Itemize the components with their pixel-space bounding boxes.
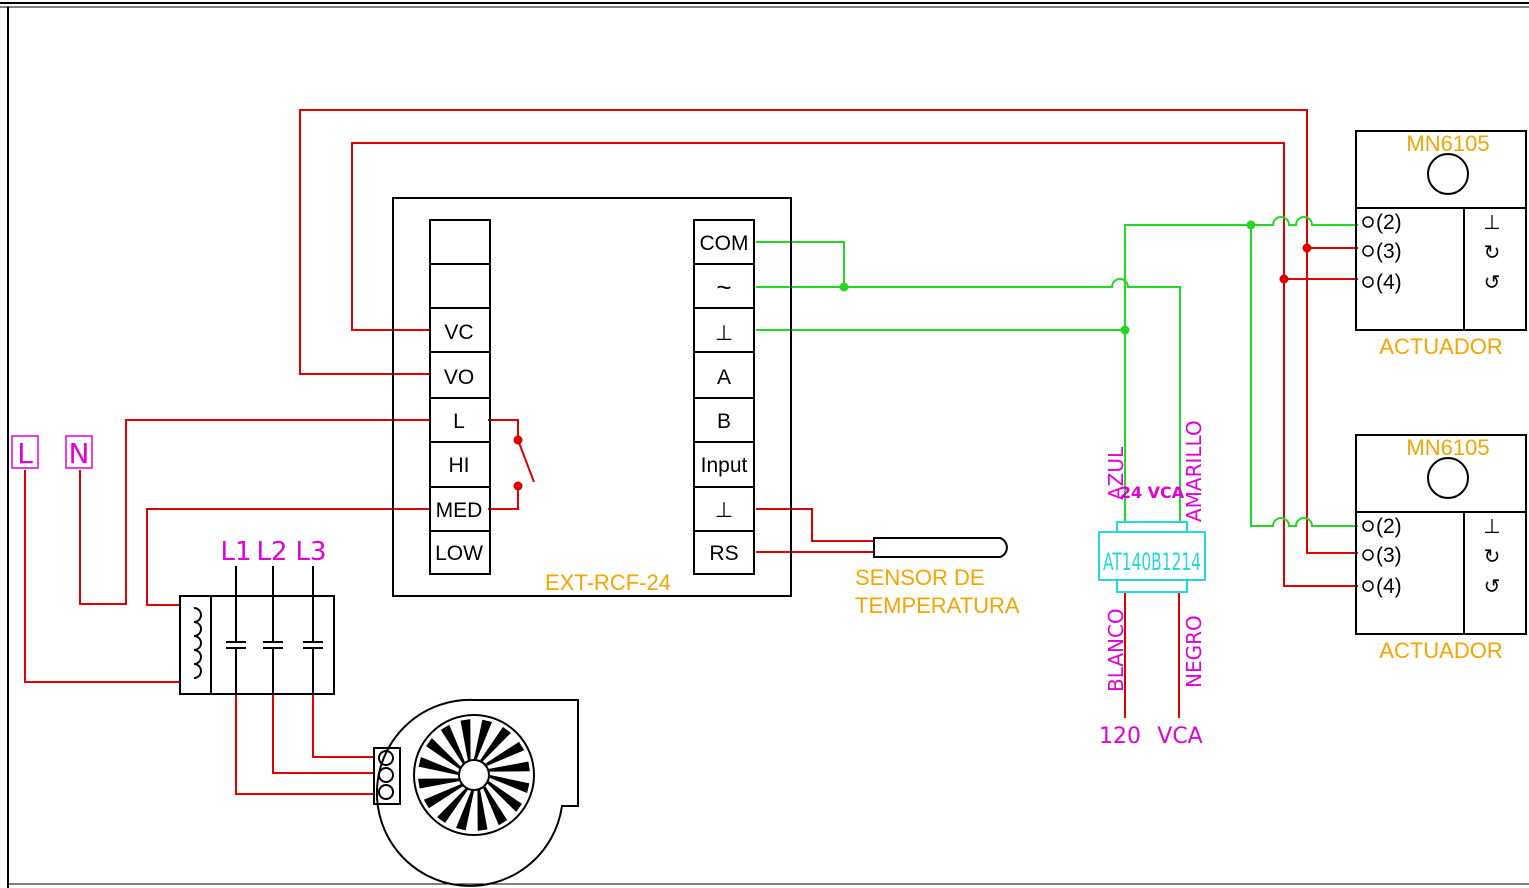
fan-blade xyxy=(423,784,463,809)
blower-fan xyxy=(373,698,579,887)
right-terminal-block: COM ~ ⊥ A B Input ⊥ RS xyxy=(693,219,755,575)
controller: VC VO L HI MED LOW COM ~ ⊥ A B Input ⊥ R… xyxy=(392,197,792,597)
mains-neutral-label: N xyxy=(69,437,90,470)
wire-azul-label: AZUL xyxy=(1104,446,1128,500)
actuator-2-label: ACTUADOR xyxy=(1379,638,1502,663)
fan-blade xyxy=(489,775,530,793)
actuator-2-terminal-4: (4) xyxy=(1376,575,1402,598)
sensor-label-line1: SENSOR DE xyxy=(855,565,985,590)
terminal-med-label: MED xyxy=(436,499,483,522)
fan-blade xyxy=(487,781,522,812)
fan-blade xyxy=(437,788,468,823)
terminal-a-label: A xyxy=(717,366,731,389)
fan-blade xyxy=(418,778,460,789)
sensor-label-line2: TEMPERATURA xyxy=(855,593,1020,618)
speed-l3-label: L3 xyxy=(295,537,326,567)
terminal-ac-label: ~ xyxy=(716,272,731,302)
terminal-low-label: LOW xyxy=(435,542,483,565)
temperature-sensor: SENSOR DE TEMPERATURA xyxy=(855,537,1020,618)
terminal-rs-label: RS xyxy=(709,542,738,565)
terminal-input-label: Input xyxy=(701,454,748,477)
fan-blade xyxy=(460,719,471,761)
fan-blade xyxy=(477,789,488,831)
fan-blade xyxy=(474,719,492,760)
power-wires xyxy=(24,109,1358,795)
transformer-secondary-voltage: 24 VCA xyxy=(1120,483,1185,502)
fan-blade xyxy=(426,738,461,769)
actuator-1-label: ACTUADOR xyxy=(1379,334,1502,359)
mains-labels: L N xyxy=(11,435,93,470)
controller-name: EXT-RCF-24 xyxy=(545,570,671,595)
terminal-vc-label: VC xyxy=(444,321,473,344)
fan-blade xyxy=(483,786,508,826)
actuator-1: MN6105 (2) (3) (4) ⊥ ↻ ↺ ACTUADOR xyxy=(1355,130,1527,359)
terminal-l-label: L xyxy=(453,410,465,433)
actuator-1-model: MN6105 xyxy=(1406,131,1489,156)
fan-blade xyxy=(485,741,525,766)
speed-l2-label: L2 xyxy=(256,537,287,567)
fan-blades xyxy=(418,719,530,831)
speed-l1-label: L1 xyxy=(220,537,251,567)
actuator-1-terminal-4: (4) xyxy=(1376,271,1402,294)
actuator-1-cw-icon: ↻ xyxy=(1484,242,1501,264)
actuator-2: MN6105 (2) (3) (4) ⊥ ↻ ↺ ACTUADOR xyxy=(1355,434,1527,663)
terminal-ground2-label: ⊥ xyxy=(715,499,733,522)
terminal-com-label: COM xyxy=(700,232,749,255)
transformer: AT140B1214 24 VCA AZUL AMARILLO BLANCO N… xyxy=(1098,420,1206,749)
terminal-hi-label: HI xyxy=(449,454,470,477)
actuator-2-ccw-icon: ↺ xyxy=(1484,576,1501,598)
actuator-2-ground-icon: ⊥ xyxy=(1483,516,1500,538)
terminal-ground-label: ⊥ xyxy=(715,322,733,345)
fan-blade xyxy=(440,724,465,764)
fan-blade xyxy=(480,727,511,762)
fan-blade xyxy=(418,757,459,775)
actuator-2-cw-icon: ↻ xyxy=(1484,546,1501,568)
fan-capacitor-block: L1 L2 L3 xyxy=(179,537,335,695)
left-terminal-block: VC VO L HI MED LOW xyxy=(429,219,491,575)
actuator-2-terminal-2: (2) xyxy=(1376,515,1402,538)
primary-voltage-right: VCA xyxy=(1157,724,1202,749)
fan-blade xyxy=(488,761,530,772)
mains-line-label: L xyxy=(17,437,33,470)
actuator-1-ground-icon: ⊥ xyxy=(1483,212,1500,234)
wire-blanco-label: BLANCO xyxy=(1104,608,1128,692)
actuator-1-ccw-icon: ↺ xyxy=(1484,272,1501,294)
transformer-model: AT140B1214 xyxy=(1103,548,1201,576)
wire-negro-label: NEGRO xyxy=(1182,615,1206,688)
control-wires xyxy=(756,216,1358,527)
primary-voltage-left: 120 xyxy=(1099,724,1141,749)
actuator-1-terminal-2: (2) xyxy=(1376,211,1402,234)
actuator-2-model: MN6105 xyxy=(1406,435,1489,460)
fan-hub xyxy=(458,759,490,791)
fan-blade xyxy=(456,790,474,831)
actuator-2-terminal-3: (3) xyxy=(1376,544,1402,567)
terminal-vo-label: VO xyxy=(444,366,474,389)
wire-amarillo-label: AMARILLO xyxy=(1182,420,1206,522)
terminal-b-label: B xyxy=(717,410,731,433)
actuator-1-terminal-3: (3) xyxy=(1376,240,1402,263)
